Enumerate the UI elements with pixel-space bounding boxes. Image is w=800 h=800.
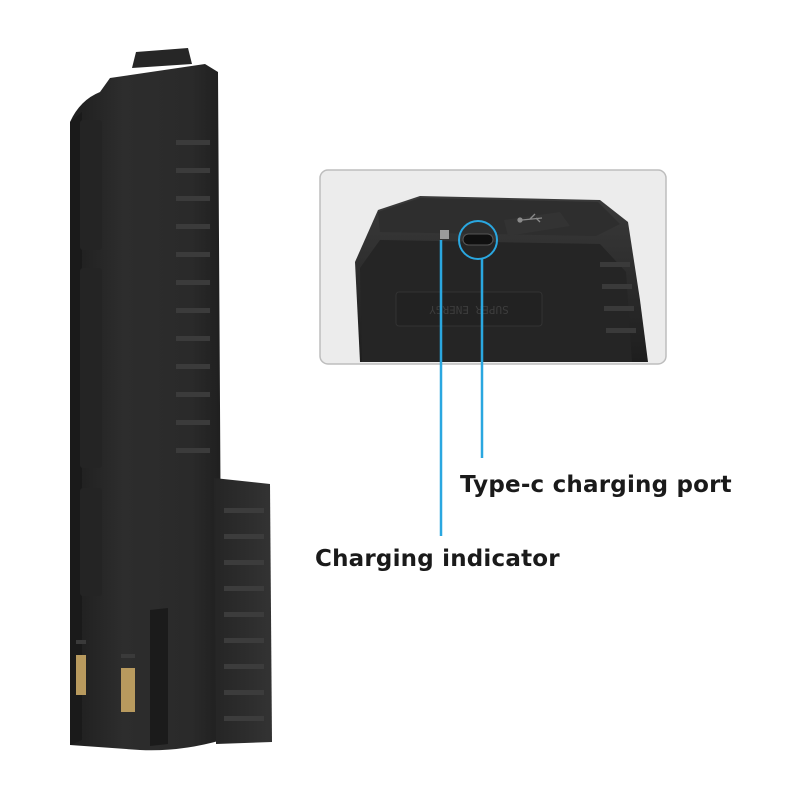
inset-molded-text: SUPER ENERGY bbox=[429, 303, 509, 316]
closeup-inset: SUPER ENERGY bbox=[319, 169, 667, 365]
grip-panel-middle bbox=[80, 268, 102, 468]
inset-emboss-panel bbox=[395, 291, 543, 327]
charging-indicator-label: Charging indicator bbox=[315, 546, 560, 572]
side-rail-ridges bbox=[224, 508, 264, 721]
battery-body bbox=[70, 64, 222, 751]
callout-lines bbox=[439, 240, 484, 536]
battery-contact-left bbox=[76, 655, 86, 695]
grip-panel-upper bbox=[80, 120, 102, 250]
battery-contact-right bbox=[121, 668, 135, 712]
charging-indicator-led bbox=[440, 230, 449, 239]
usb-symbol-icon bbox=[517, 213, 543, 223]
battery-top-clip bbox=[132, 48, 192, 68]
type-c-port bbox=[462, 233, 494, 246]
battery-pack bbox=[70, 48, 272, 751]
battery-side-rail bbox=[214, 478, 272, 744]
battery-ridges bbox=[176, 140, 210, 453]
type-c-port-label: Type-c charging port bbox=[460, 472, 732, 498]
grip-panel-lower bbox=[80, 488, 102, 596]
battery-bottom-slot bbox=[150, 608, 168, 746]
port-highlight-circle bbox=[458, 220, 498, 260]
